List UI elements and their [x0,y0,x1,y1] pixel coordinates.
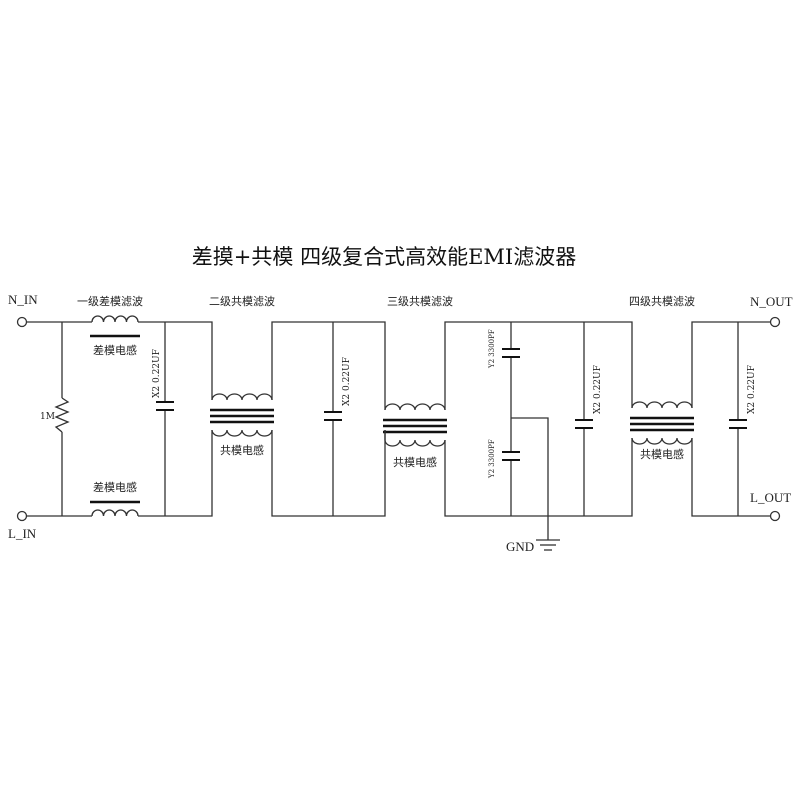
capacitor-x2-stage2-label: X2 0.22UF [342,357,352,406]
stage-label-1: 一级差模滤波 [77,294,143,308]
port-label-n-out: N_OUT [750,294,793,309]
cm-inductor-stage3 [383,403,447,447]
capacitor-x2-stage1 [156,401,174,411]
stage-label-3: 三级共模滤波 [387,295,453,308]
cm-inductor-stage2 [210,393,274,437]
capacitor-x2-stage2 [324,411,342,421]
resistor-label: 1M [40,412,55,422]
terminal-n-in [16,316,28,328]
dm-inductor-bottom-label: 差模电感 [93,480,137,494]
stage-label-4: 四级共模滤波 [629,295,695,308]
capacitor-x2-stage1-label: X2 0.22UF [152,349,162,398]
port-label-l-out: L_OUT [750,490,791,505]
dm-inductor-top-label: 差模电感 [93,343,137,357]
capacitor-x2-stage3-label: X2 0.22UF [593,365,603,414]
terminal-l-in [16,510,28,522]
stage-3-wiring [384,321,633,540]
stage-4-wiring [691,321,771,517]
stage-1-wiring [26,321,213,517]
terminal-l-out [769,510,781,522]
diagram-title: 差摸+共模 四级复合式高效能EMI滤波器 [192,245,576,269]
port-label-l-in: L_IN [8,526,37,541]
terminal-n-out [769,316,781,328]
cm-inductor-stage2-label: 共模电感 [220,444,264,457]
resistor-1m [54,397,70,433]
cm-inductor-stage4 [630,401,694,445]
stage-2-wiring [271,321,386,517]
cm-inductor-stage3-label: 共模电感 [393,456,437,469]
port-label-n-in: N_IN [8,292,38,307]
stage-label-2: 二级共模滤波 [209,295,275,308]
ground-symbol [536,539,560,551]
dm-inductor-bottom [90,500,140,517]
capacitor-x2-stage3 [575,419,593,429]
capacitor-y2-top [502,348,520,358]
capacitor-y2-top-label: Y2 3300PF [488,329,496,369]
cm-inductor-stage4-label: 共模电感 [640,448,684,461]
capacitor-x2-stage4-label: X2 0.22UF [747,365,757,414]
dm-inductor-top [90,315,140,338]
capacitor-y2-bottom [502,451,520,461]
port-label-gnd: GND [506,539,534,554]
capacitor-y2-bottom-label: Y2 3300PF [488,439,496,479]
capacitor-x2-stage4 [729,419,747,429]
